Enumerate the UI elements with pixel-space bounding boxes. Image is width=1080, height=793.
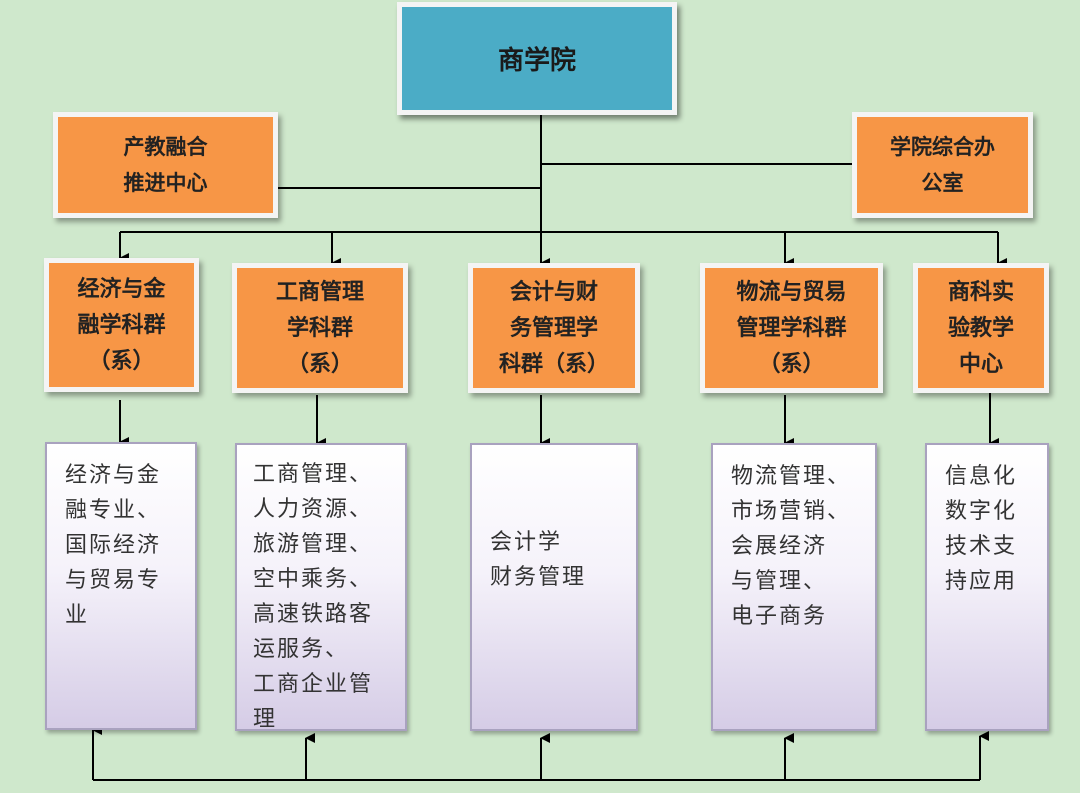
detail-line: 高速铁路客 (253, 602, 374, 627)
root-node: 商学院 (397, 2, 677, 115)
detail-line: 空中乘务、 (253, 567, 374, 592)
department-label: 物流与贸易 管理学科群 （系） (736, 279, 847, 377)
detail-line: 国际经济 (65, 533, 162, 558)
department-box-3: 会计与财 务管理学 科群（系） (468, 263, 640, 393)
root-label: 商学院 (497, 46, 576, 76)
detail-box-5: 信息化 数字化 技术支 持应用 (925, 443, 1049, 731)
side-unit-label: 产教融合 推进中心 (123, 134, 208, 195)
detail-box-4: 物流管理、 市场营销、 会展经济 与管理、 电子商务 (711, 443, 877, 731)
detail-line: 持应用 (945, 569, 1018, 594)
department-box-4: 物流与贸易 管理学科群 （系） (700, 263, 883, 393)
detail-line: 财务管理 (490, 565, 587, 590)
side-unit-label: 学院综合办 公室 (890, 134, 995, 195)
detail-line: 工商管理、 (253, 462, 374, 487)
department-box-2: 工商管理 学科群 （系） (232, 263, 408, 393)
detail-line: 经济与金 (65, 463, 162, 488)
detail-box-3: 会计学 财务管理 (470, 443, 638, 731)
detail-line: 业 (65, 603, 90, 628)
side-unit-industry-education: 产教融合 推进中心 (53, 112, 278, 218)
detail-line: 会计学 (490, 530, 563, 555)
detail-line: 运服务、 (253, 637, 350, 662)
detail-box-1: 经济与金 融专业、 国际经济 与贸易专 业 (45, 442, 197, 730)
detail-line: 与管理、 (731, 569, 828, 594)
department-label: 会计与财 务管理学 科群（系） (498, 279, 609, 377)
detail-line: 与贸易专 (65, 568, 162, 593)
detail-line: 融专业、 (65, 498, 162, 523)
detail-box-2: 工商管理、 人力资源、 旅游管理、 空中乘务、 高速铁路客 运服务、 工商企业管… (235, 443, 407, 732)
detail-line: 旅游管理、 (253, 532, 374, 557)
detail-line: 会展经济 (731, 534, 828, 559)
detail-line: 技术支 (945, 534, 1018, 559)
detail-line: 物流管理、 (731, 464, 852, 489)
detail-line: 数字化 (945, 499, 1018, 524)
department-box-1: 经济与金 融学科群 （系） (44, 258, 199, 392)
department-label: 商科实 验教学 中心 (947, 279, 1014, 377)
detail-line: 电子商务 (731, 604, 828, 629)
detail-line: 市场营销、 (731, 499, 852, 524)
detail-line: 工商企业管 (253, 672, 374, 697)
department-label: 工商管理 学科群 （系） (275, 279, 364, 377)
detail-line: 信息化 (945, 464, 1018, 489)
department-label: 经济与金 融学科群 （系） (77, 276, 166, 374)
department-box-5: 商科实 验教学 中心 (913, 263, 1049, 393)
detail-line: 理 (253, 707, 278, 732)
detail-line: 人力资源、 (253, 497, 374, 522)
side-unit-general-office: 学院综合办 公室 (852, 112, 1033, 218)
